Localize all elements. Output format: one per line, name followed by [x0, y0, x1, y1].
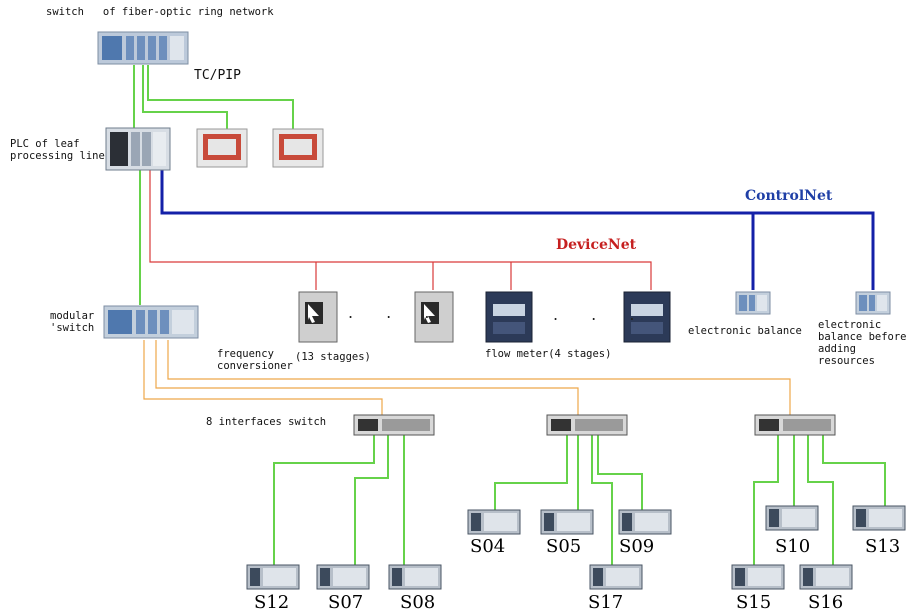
plc-label: PLC of leaf processing line	[10, 138, 105, 162]
devicenet-label: DeviceNet	[556, 237, 637, 253]
station-s10-label: S10	[775, 536, 811, 557]
ring-switch-device	[97, 31, 189, 65]
electronic-balance-before-label: electronic balance before adding resourc…	[818, 319, 906, 367]
flow-meter-ellipsis: . . .	[553, 305, 649, 324]
station-s16-device	[799, 564, 853, 590]
station-s04-label: S04	[470, 536, 506, 557]
interface-switch-label: 8 interfaces switch	[206, 416, 327, 428]
devicenet-wires	[149, 170, 652, 290]
flow-meter-1	[485, 291, 533, 343]
station-s15-label: S15	[736, 592, 772, 613]
controlnet-wires	[160, 170, 875, 290]
electronic-balance-label: electronic balance	[688, 325, 802, 337]
modular-switch-device	[103, 305, 199, 339]
hmi-panel-2	[272, 128, 324, 168]
station-s13-device	[852, 505, 906, 531]
station-s07-label: S07	[328, 592, 364, 613]
tcpip-label: TC/PIP	[194, 68, 241, 83]
station-s07-device	[316, 564, 370, 590]
electronic-balance-before-device	[855, 291, 891, 315]
frequency-converter-1	[298, 291, 338, 343]
station-s13-label: S13	[865, 536, 901, 557]
hmi-panel-1	[196, 128, 248, 168]
plc-device	[105, 127, 171, 171]
interface-switch-1	[353, 414, 435, 436]
frequency-converter-count: (13 stagges)	[295, 351, 371, 363]
modular-switch-label: modular 'switch	[50, 310, 95, 334]
station-s10-device	[765, 505, 819, 531]
flow-meter-label: flow meter(4 stages)	[485, 348, 612, 360]
electronic-balance-device	[735, 291, 771, 315]
ethernet-wires	[133, 65, 886, 570]
station-s09-label: S09	[619, 536, 655, 557]
station-s12-label: S12	[254, 592, 290, 613]
station-s09-device	[618, 509, 672, 535]
station-s16-label: S16	[808, 592, 844, 613]
ring-switch-label: switch of fiber-optic ring network	[46, 6, 274, 18]
station-s05-label: S05	[546, 536, 582, 557]
station-s08-device	[388, 564, 442, 590]
station-s17-device	[589, 564, 643, 590]
controlnet-label: ControlNet	[745, 188, 833, 204]
interface-switch-3	[754, 414, 836, 436]
station-s17-label: S17	[588, 592, 624, 613]
station-s05-device	[540, 509, 594, 535]
interface-wires	[143, 340, 791, 418]
station-s15-device	[731, 564, 785, 590]
flow-meter-2	[623, 291, 671, 343]
station-s08-label: S08	[400, 592, 436, 613]
interface-switch-2	[546, 414, 628, 436]
station-s04-device	[467, 509, 521, 535]
station-s12-device	[246, 564, 300, 590]
converter-ellipsis: . . .	[348, 303, 444, 322]
frequency-converter-label: frequency conversioner	[217, 348, 293, 372]
frequency-converter-2	[414, 291, 454, 343]
